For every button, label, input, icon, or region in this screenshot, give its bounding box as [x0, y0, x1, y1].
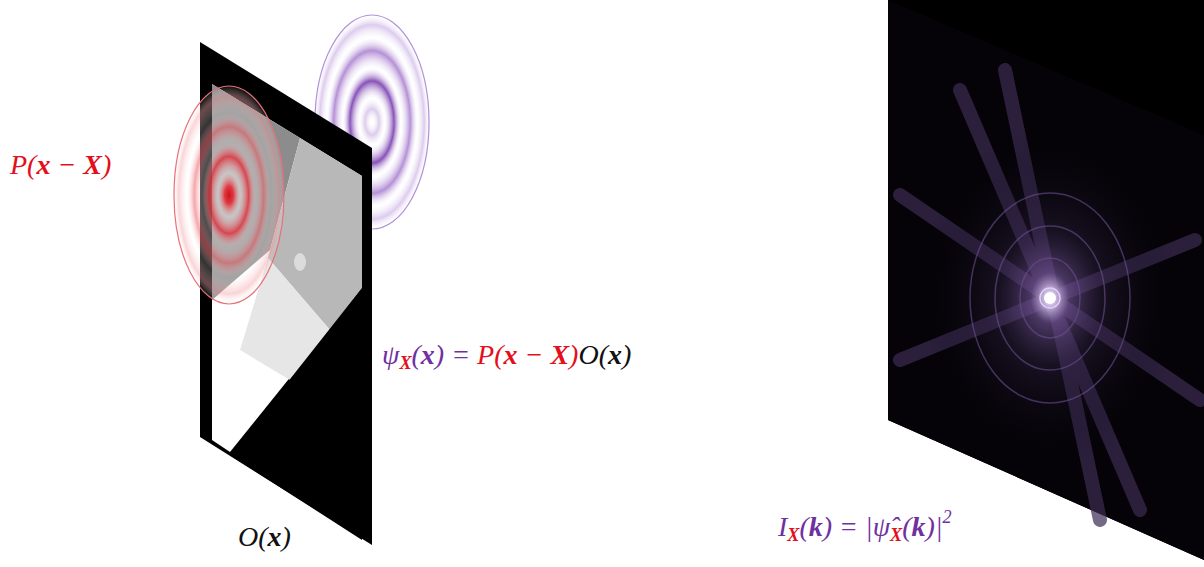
formula-part: ) = |ψ̂	[823, 511, 890, 542]
formula-part: P(	[477, 339, 503, 370]
formula-part: P(	[10, 149, 36, 180]
formula-part: ) =	[435, 339, 477, 370]
formula-label: ψX(x) = P(x − X)O(x)	[382, 338, 631, 375]
formula-part: −	[50, 149, 83, 180]
formula-part: x	[608, 339, 622, 370]
formula-label: IX(k) = |ψ̂X(k)|2	[778, 507, 952, 547]
formula-label: P(x − X)	[10, 148, 111, 182]
formula-part: O(	[238, 521, 268, 552]
formula-part: k	[809, 511, 823, 542]
formula-part: O(	[578, 339, 608, 370]
formula-part: X	[550, 339, 569, 370]
formula-part: I	[778, 511, 787, 542]
formula-part: )|	[926, 511, 943, 542]
formula-part: X	[399, 353, 411, 373]
formula-part: X	[890, 525, 902, 545]
formula-part: 2	[943, 507, 952, 527]
formula-part: x	[504, 339, 518, 370]
formula-part: )	[569, 339, 578, 370]
formula-part: )	[102, 149, 111, 180]
formula-part: (	[412, 339, 421, 370]
formula-part: x	[36, 149, 50, 180]
formula-part: ψ	[382, 339, 399, 370]
formula-part: (	[902, 511, 911, 542]
formula-part: k	[912, 511, 926, 542]
formula-part: x	[421, 339, 435, 370]
formula-part: (	[799, 511, 808, 542]
formula-part: X	[787, 525, 799, 545]
formula-part: x	[268, 521, 282, 552]
formula-part: )	[282, 521, 291, 552]
formula-label: O(x)	[238, 520, 291, 554]
formula-part: X	[83, 149, 102, 180]
formula-part: −	[518, 339, 551, 370]
formula-part: )	[622, 339, 631, 370]
